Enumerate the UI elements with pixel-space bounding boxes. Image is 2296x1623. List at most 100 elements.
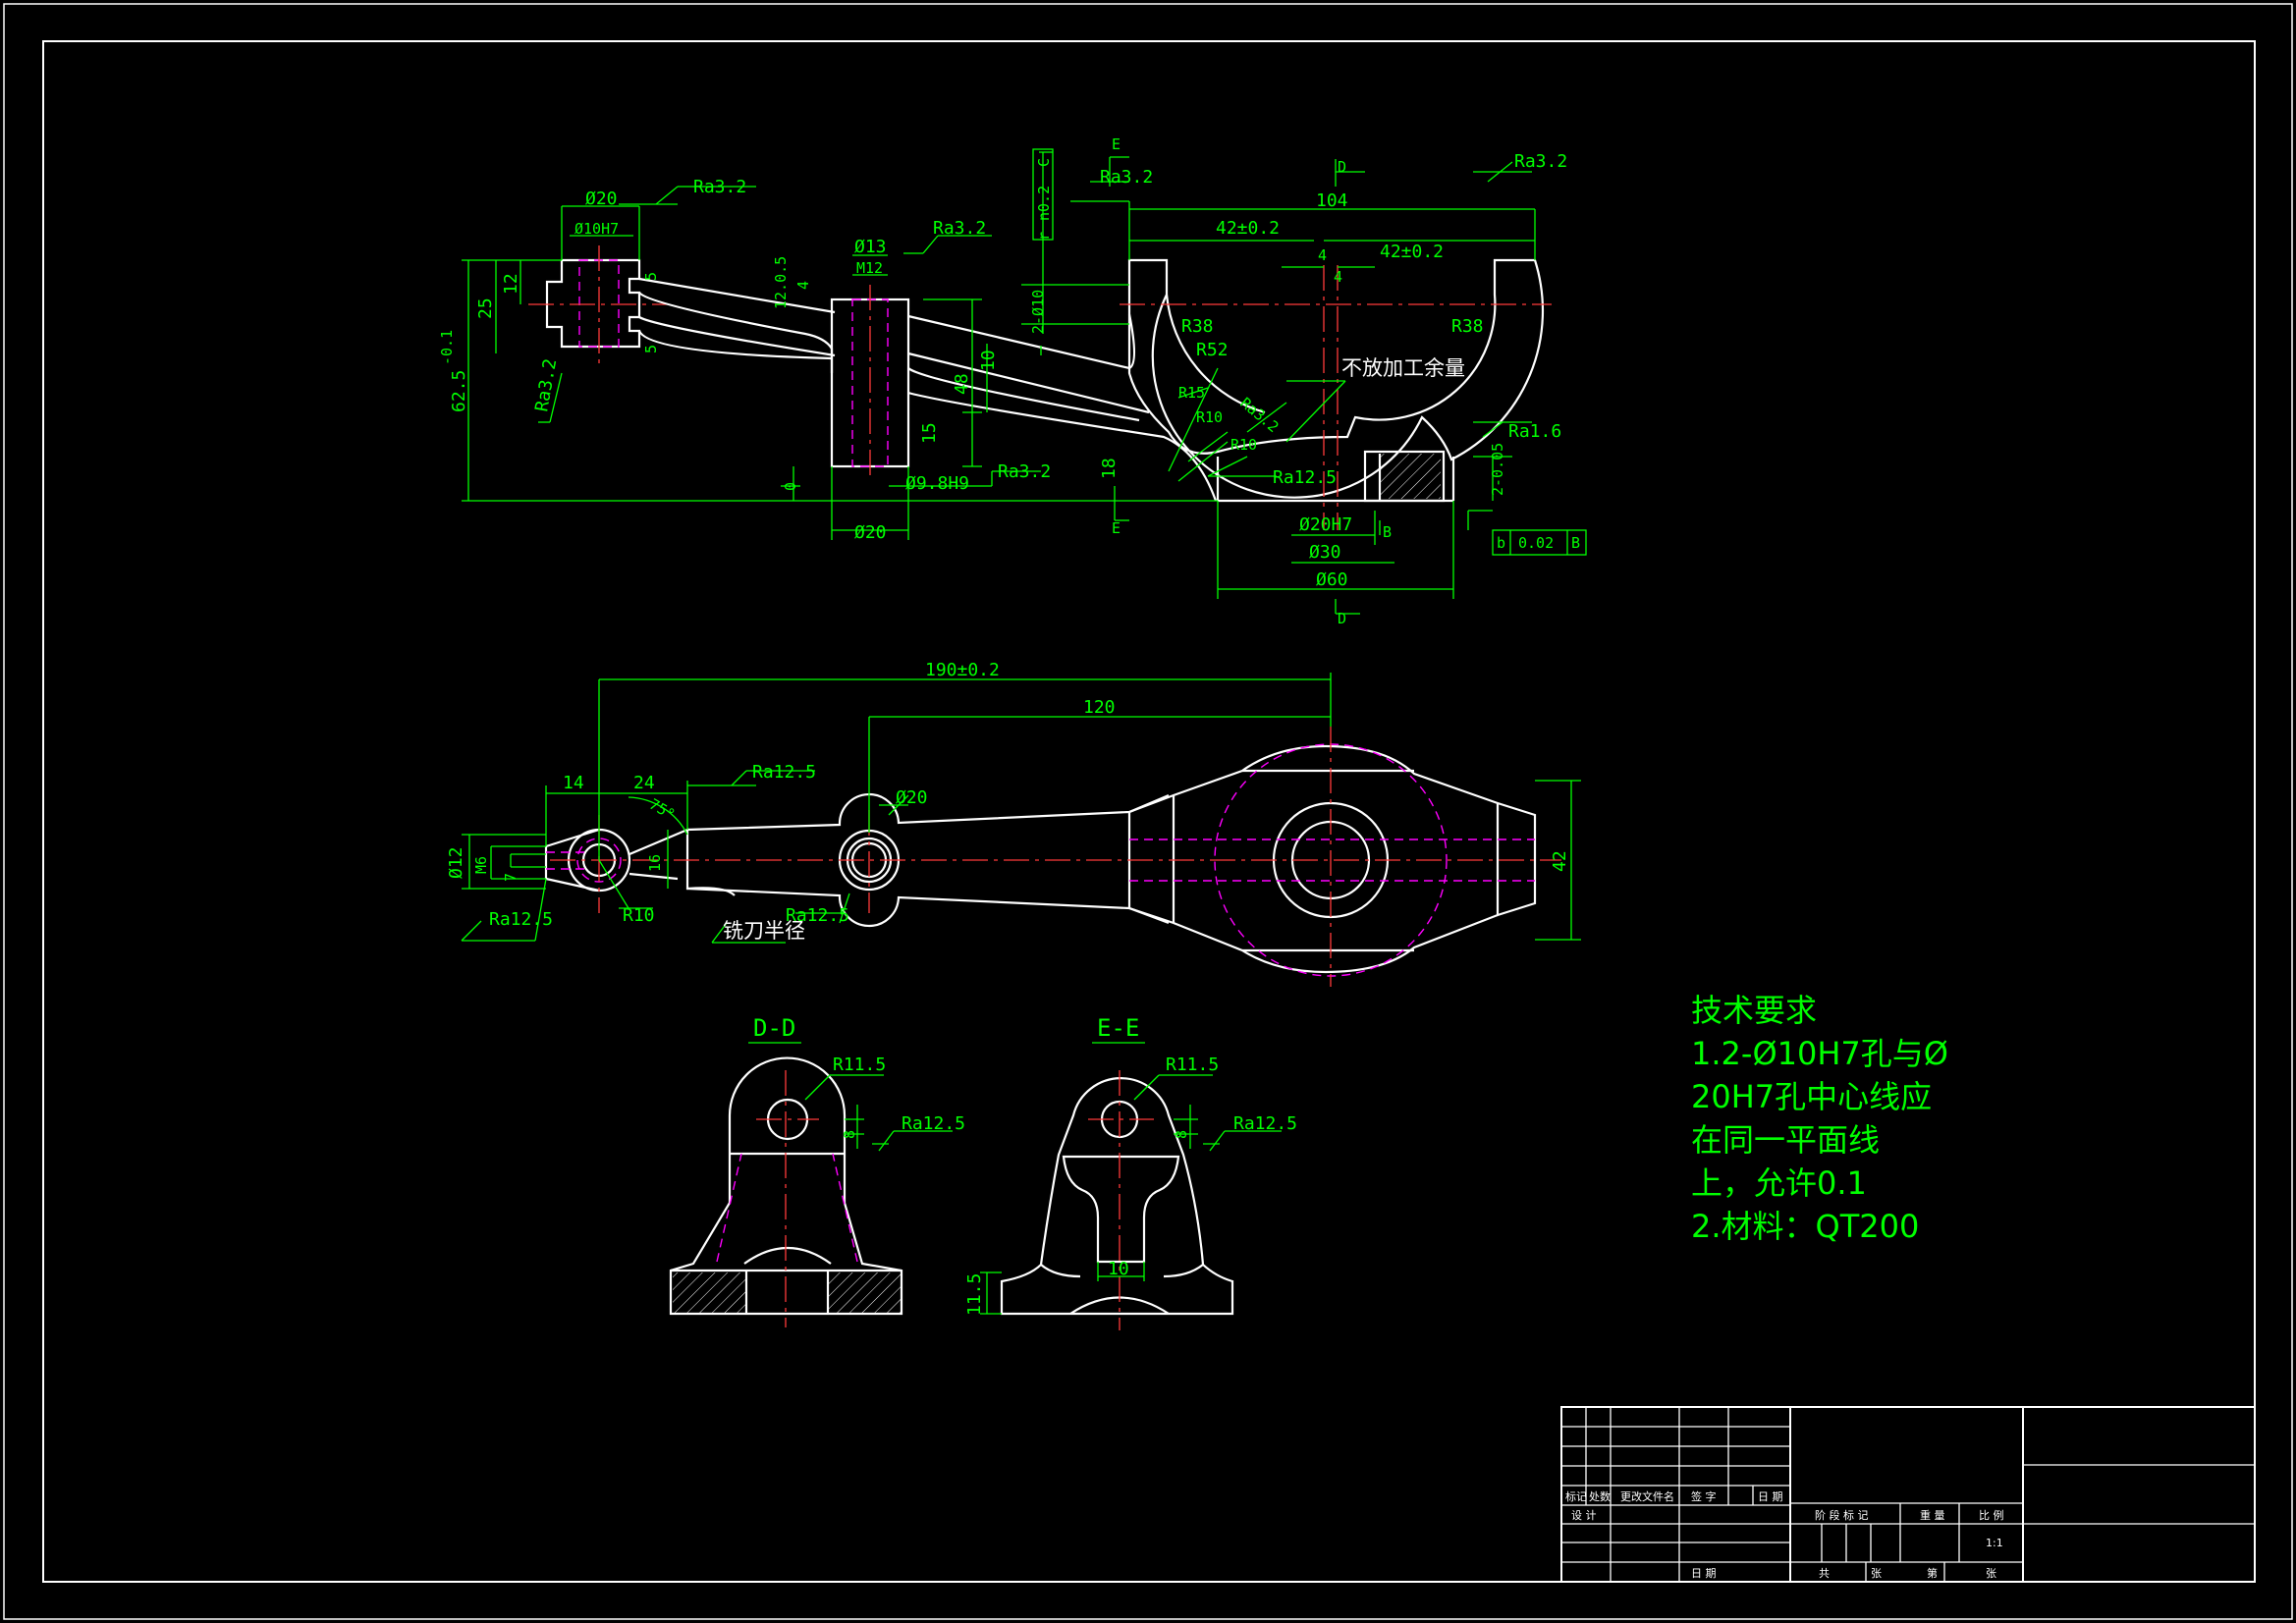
dim-r38-b: R38 xyxy=(1451,316,1484,337)
dim-4c: 4 xyxy=(1334,268,1342,286)
dim-10: 10 xyxy=(978,350,999,371)
ee-dim-11-5: 11.5 xyxy=(964,1273,985,1316)
tb-sheets: 张 xyxy=(1871,1567,1882,1580)
tb-sheet: 张 xyxy=(1986,1567,1996,1580)
ra-32-b: Ra3.2 xyxy=(933,218,986,239)
ee-r11-5: R11.5 xyxy=(1166,1055,1219,1075)
dim-5a: 5 xyxy=(642,272,660,281)
tb-sign: 签 字 xyxy=(1691,1489,1717,1503)
dim-d9-8h9: Ø9.8H9 xyxy=(905,473,969,494)
dim-0-tol: 0 xyxy=(782,482,799,491)
tb-date2: 日 期 xyxy=(1691,1567,1717,1580)
section-d-top: D xyxy=(1338,158,1346,176)
section-e-bot: E xyxy=(1112,519,1121,537)
dim-r10-a: R10 xyxy=(1196,408,1223,426)
dim-12: 12 xyxy=(501,273,521,295)
inner-frame xyxy=(42,40,2256,1583)
tb-total: 共 xyxy=(1819,1567,1830,1580)
ee-ra-12-5: Ra12.5 xyxy=(1233,1113,1297,1134)
dim-2-tol: 2-0.05 xyxy=(1489,443,1506,496)
dim-d20h7: Ø20H7 xyxy=(1299,514,1352,535)
dim-14: 14 xyxy=(563,773,584,793)
dim-42-a: 42±0.2 xyxy=(1216,218,1280,239)
dim-4a: 4 xyxy=(794,281,812,290)
dim-7: 7 xyxy=(502,873,519,882)
ra-12-5-c: Ra12.5 xyxy=(489,909,553,930)
dim-24: 24 xyxy=(633,773,655,793)
dim-r38-a: R38 xyxy=(1181,316,1214,337)
dim-d20-plan: Ø20 xyxy=(896,787,928,808)
section-e-top: E xyxy=(1112,135,1121,153)
ftol-symbol: r xyxy=(1035,232,1053,241)
section-ee-title: E-E xyxy=(1097,1014,1139,1042)
ra-32-f: Ra3.2 xyxy=(1236,394,1282,436)
plan-view: 190±0.2 120 14 24 75° Ra12.5 Ø20 Ø12 M6 … xyxy=(446,660,1581,987)
dim-18: 18 xyxy=(1099,458,1120,479)
tb-no: 第 xyxy=(1927,1566,1938,1580)
ra-32-e: Ra3.2 xyxy=(1100,167,1153,188)
tb-scale: 1:1 xyxy=(1986,1537,2003,1549)
datum-b: B xyxy=(1383,523,1392,541)
dim-15: 15 xyxy=(919,422,940,444)
tech-req-line-4: 上，允许0.1 xyxy=(1691,1164,1867,1202)
dim-d20-top: Ø20 xyxy=(585,189,618,209)
note-cutter-radius: 铣刀半径 xyxy=(723,919,805,943)
dim-d12: Ø12 xyxy=(446,846,466,879)
dim-r15: R15 xyxy=(1178,384,1205,402)
dim-m12: M12 xyxy=(856,259,883,277)
dim-d13: Ø13 xyxy=(854,237,887,257)
dim-75-deg: 75° xyxy=(646,795,678,824)
tb-weight: 重 量 xyxy=(1920,1508,1945,1522)
ra-32-a: Ra3.2 xyxy=(693,177,746,197)
tb-mark: 标记 xyxy=(1565,1489,1587,1503)
dim-d60: Ø60 xyxy=(1316,569,1348,590)
ra-12-5-top: Ra12.5 xyxy=(1273,467,1337,488)
dim-d10h7: Ø10H7 xyxy=(574,220,619,238)
tech-req-line-3: 在同一平面线 xyxy=(1691,1121,1880,1159)
dim-104: 104 xyxy=(1316,190,1348,211)
tb-design: 设 计 xyxy=(1571,1509,1597,1522)
tech-req-line-2: 20H7孔中心线应 xyxy=(1691,1078,1932,1115)
ftol-value: n0.2 xyxy=(1035,186,1053,221)
tech-req-title: 技术要求 xyxy=(1691,992,1817,1029)
tech-req-line-5: 2.材料：QT200 xyxy=(1691,1208,1919,1245)
dim-42-b: 42±0.2 xyxy=(1380,242,1444,262)
technical-requirements: 技术要求 1.2-Ø10H7孔与Ø 20H7孔中心线应 在同一平面线 上，允许0… xyxy=(1691,992,1948,1245)
ra-12-5-a: Ra12.5 xyxy=(752,762,816,783)
dim-120: 120 xyxy=(1083,697,1116,718)
dim-r10-b: R10 xyxy=(1230,436,1257,454)
dd-ra-12-5: Ra12.5 xyxy=(902,1113,965,1134)
dim-62-5-tol: -0.1 xyxy=(438,330,456,365)
outer-frame xyxy=(3,3,2293,1620)
gtol-value: 0.02 xyxy=(1518,534,1554,552)
dim-42-plan: 42 xyxy=(1550,850,1570,872)
section-dd-title: D-D xyxy=(753,1014,795,1042)
tb-date: 日 期 xyxy=(1758,1490,1783,1503)
tb-scale-label: 比 例 xyxy=(1979,1508,2004,1522)
ee-dim-10: 10 xyxy=(1108,1259,1129,1279)
dim-2x10: 2-Ø10 xyxy=(1029,290,1047,334)
dim-d20-bot: Ø20 xyxy=(854,522,887,543)
title-block: 标记 处数 更改文件名 签 字 日 期 设 计 日 期 阶 段 标 记 重 量 … xyxy=(1560,1406,2256,1583)
dim-5b: 5 xyxy=(642,345,660,353)
dim-25: 25 xyxy=(475,298,496,319)
ee-dim-8: 8 xyxy=(1173,1130,1190,1139)
ra-32-right: Ra3.2 xyxy=(1514,151,1567,172)
dim-62-5: 62.5 xyxy=(449,370,469,412)
ra-32-c: Ra3.2 xyxy=(998,461,1051,482)
note-no-allowance: 不放加工余量 xyxy=(1341,356,1465,380)
dim-r10-plan: R10 xyxy=(623,905,655,926)
ftol-ref: C xyxy=(1035,158,1053,167)
section-dd: D-D R11.5 8 Ra12.5 xyxy=(669,1014,965,1327)
tb-count: 处数 xyxy=(1589,1490,1611,1503)
dim-4b: 4 xyxy=(1318,246,1327,264)
section-ee: E-E R11.5 8 Ra12.5 10 11.5 xyxy=(964,1014,1297,1330)
dim-48: 48 xyxy=(952,373,972,395)
gtol-ref: B xyxy=(1571,534,1580,552)
dim-16: 16 xyxy=(646,854,664,872)
dd-r11-5: R11.5 xyxy=(833,1055,886,1075)
dim-12-0-5: 12.0.5 xyxy=(772,256,790,309)
gtol-symbol: b xyxy=(1497,534,1505,552)
dim-m6: M6 xyxy=(472,856,490,874)
